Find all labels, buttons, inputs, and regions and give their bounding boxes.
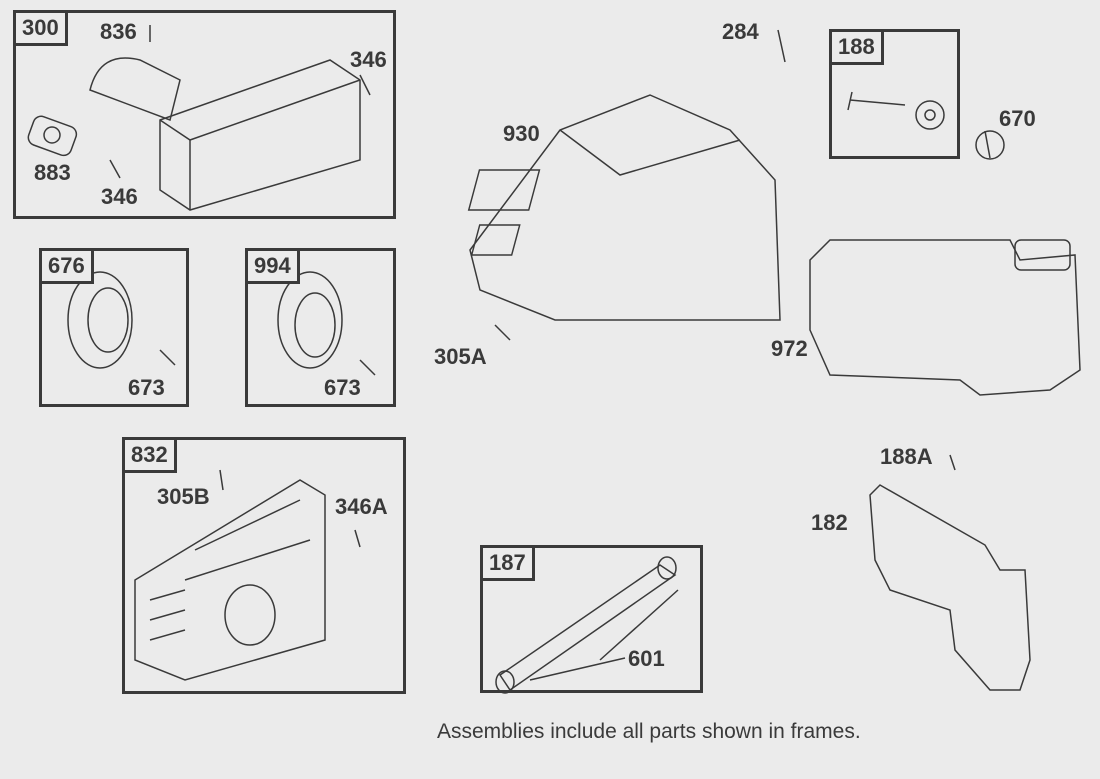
part-label-346: 346 xyxy=(101,184,138,209)
spark-arrester-994-drawing xyxy=(277,271,343,369)
fuel-tank-972-drawing xyxy=(809,239,1081,396)
part-label-346: 346 xyxy=(350,47,387,72)
part-label-305a: 305A xyxy=(434,344,487,369)
part-label-188a: 188A xyxy=(880,444,933,469)
part-label-305b: 305B xyxy=(157,484,210,509)
part-label-673: 673 xyxy=(324,375,361,400)
footer-note: Assemblies include all parts shown in fr… xyxy=(437,720,861,743)
spacer-670-drawing xyxy=(975,130,1005,160)
part-label-930: 930 xyxy=(503,121,540,146)
part-label-182: 182 xyxy=(811,510,848,535)
part-label-972: 972 xyxy=(771,336,808,361)
muffler-assembly-drawing xyxy=(27,57,361,211)
frame-label: 188 xyxy=(829,29,884,65)
assembly-frame-188: 188 xyxy=(829,29,960,159)
part-label-883: 883 xyxy=(34,160,71,185)
part-label-836: 836 xyxy=(100,19,137,44)
assembly-frame-300: 300 xyxy=(13,10,396,219)
frame-label: 187 xyxy=(480,545,535,581)
part-label-284: 284 xyxy=(722,19,759,44)
screws xyxy=(109,25,956,548)
frame-label: 300 xyxy=(13,10,68,46)
muffler-guard-832-drawing xyxy=(134,479,326,681)
part-label-670: 670 xyxy=(999,106,1036,131)
frame-label: 994 xyxy=(245,248,300,284)
blower-housing-930-drawing xyxy=(467,94,781,321)
assembly-frame-832: 832 xyxy=(122,437,406,694)
part-label-601: 601 xyxy=(628,646,665,671)
screen-676-drawing xyxy=(67,271,133,369)
part-label-673: 673 xyxy=(128,375,165,400)
frame-label: 676 xyxy=(39,248,94,284)
assembly-frame-187: 187 xyxy=(480,545,703,693)
assembly-frame-676: 676 xyxy=(39,248,189,407)
fuel-line-187-drawing xyxy=(495,556,679,694)
bolt-188-drawing xyxy=(847,91,945,130)
part-label-346a: 346A xyxy=(335,494,388,519)
frame-label: 832 xyxy=(122,437,177,473)
assembly-frame-994: 994 xyxy=(245,248,396,407)
bracket-182-drawing xyxy=(869,484,1031,691)
